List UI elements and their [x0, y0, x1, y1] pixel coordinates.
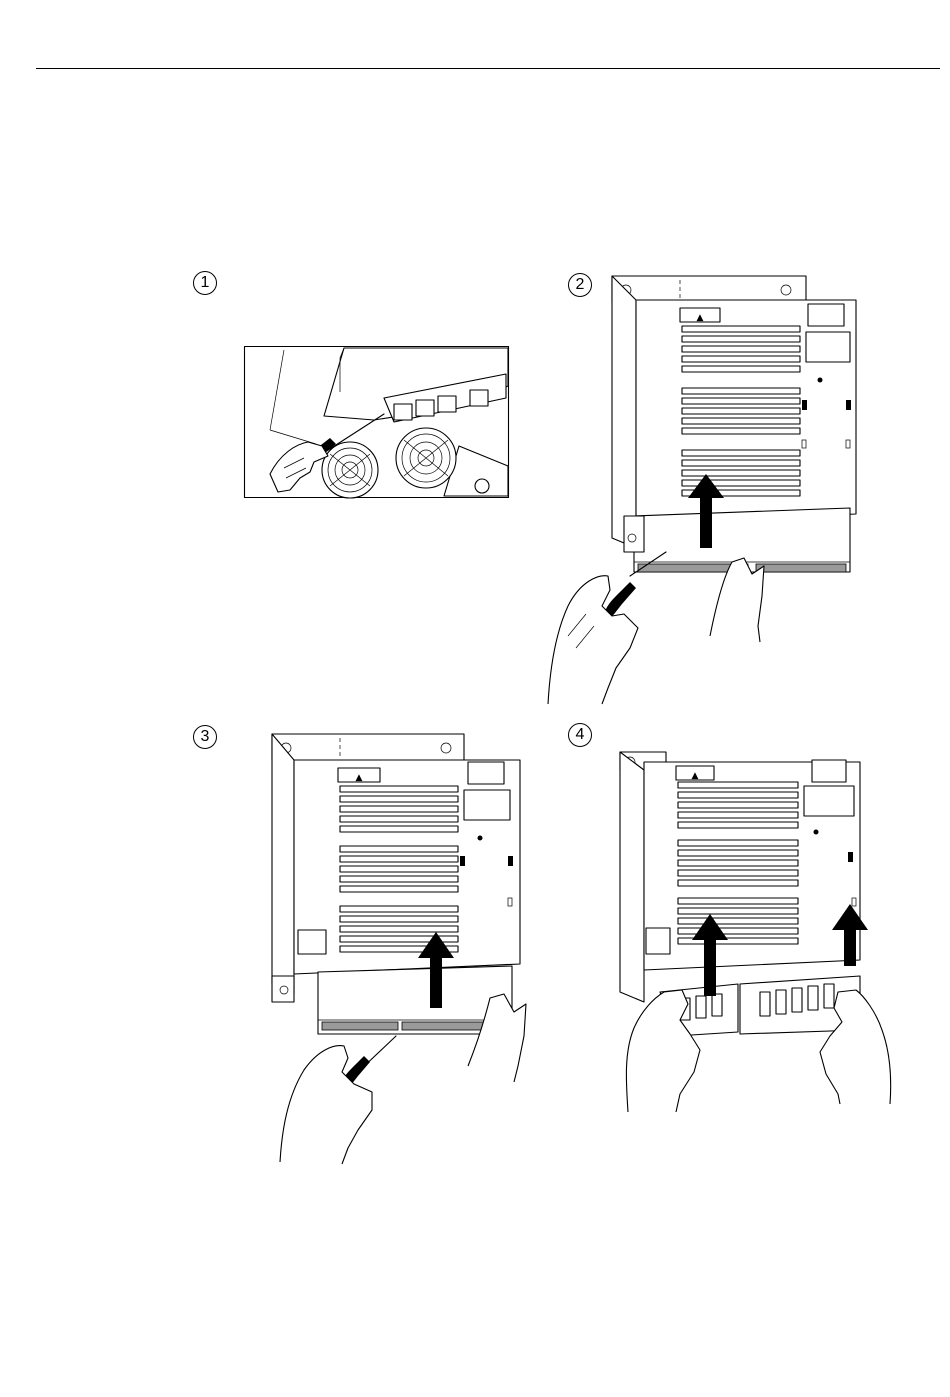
svg-text:▲: ▲	[692, 771, 699, 781]
step-3-number: 3	[201, 729, 210, 745]
header-rule	[36, 68, 940, 69]
step-1-badge: 1	[193, 271, 217, 295]
step-1-number: 1	[201, 275, 210, 291]
svg-text:▲: ▲	[356, 773, 363, 783]
figure-1-fan-closeup	[244, 346, 510, 499]
svg-text:▲: ▲	[697, 313, 704, 323]
step-4-number: 4	[576, 727, 585, 743]
figure-4-cover-lift: ▲	[620, 752, 892, 1112]
hand-icon	[270, 442, 328, 492]
step-4-badge: 4	[568, 723, 592, 747]
step-3-badge: 3	[193, 725, 217, 749]
figure-3-unit-release: ▲	[272, 732, 534, 1164]
figure-2-unit-release: ▲	[546, 276, 864, 704]
